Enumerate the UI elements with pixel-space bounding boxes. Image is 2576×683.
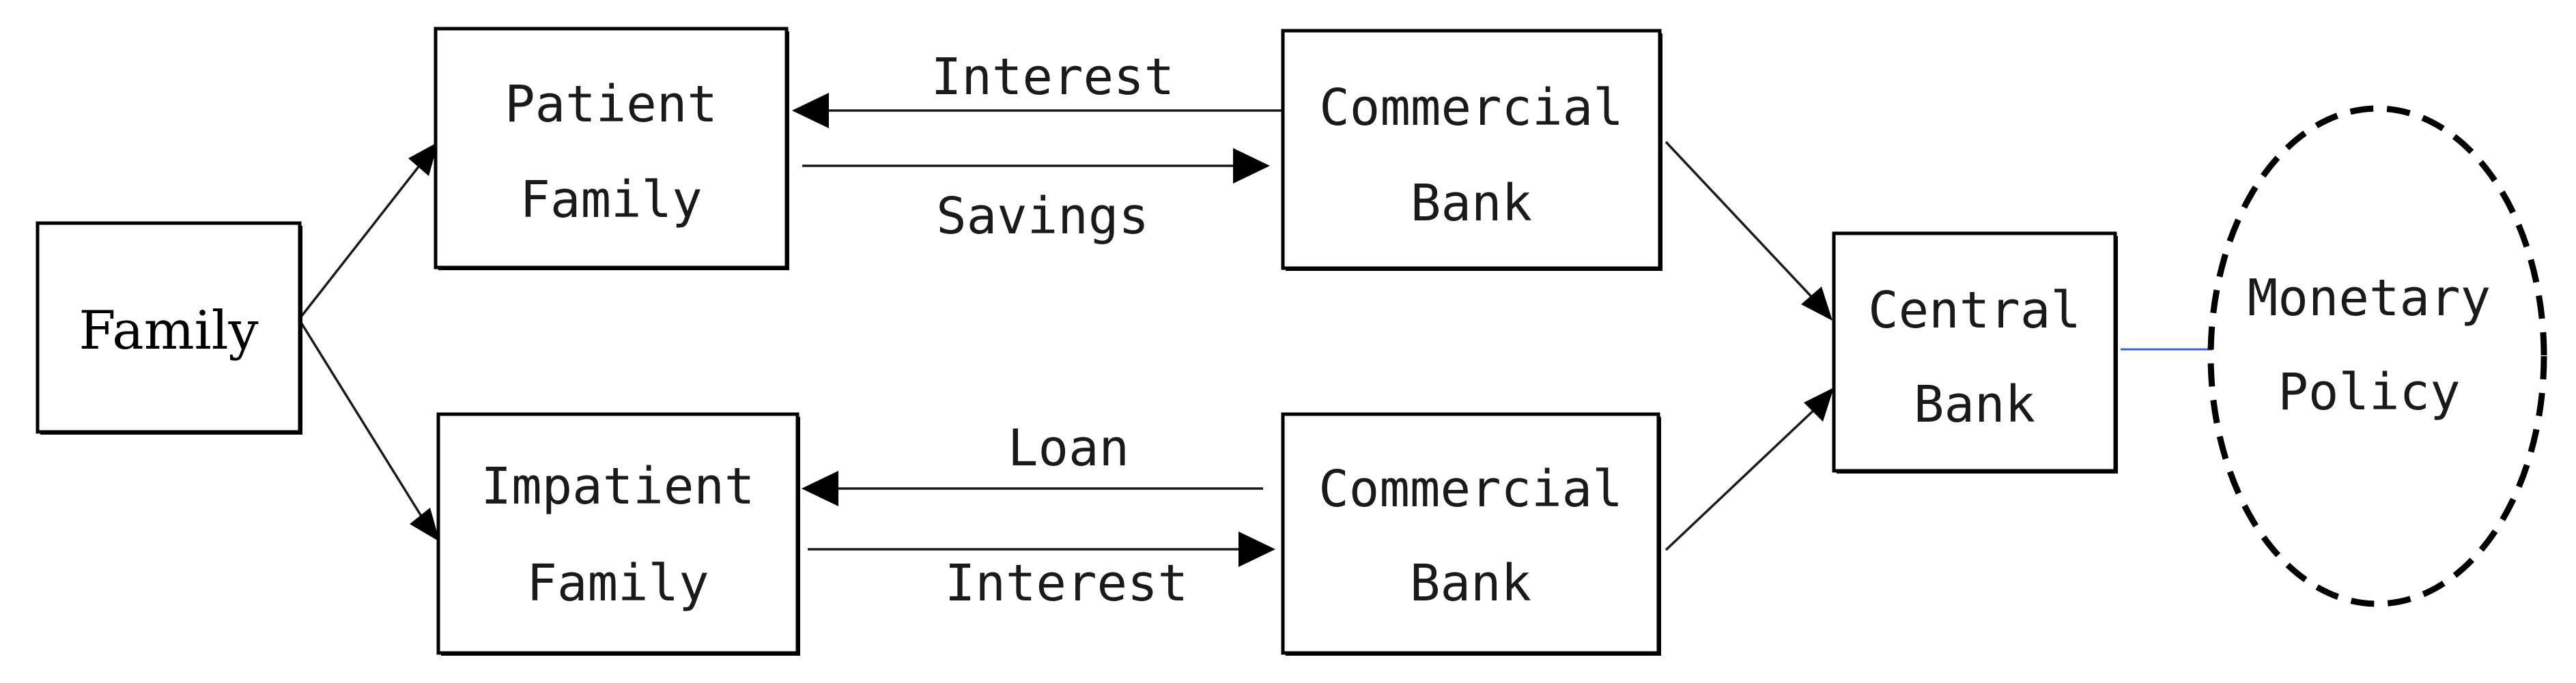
commercial-bank-bottom-line1: Commercial (1318, 460, 1623, 519)
arrowhead-top-interest (792, 93, 829, 128)
patient-family-label-line2: Family (520, 171, 702, 229)
node-central-bank: Central Bank (1832, 231, 2118, 474)
node-commercial-bank-top: Commercial Bank (1281, 29, 1662, 271)
arrowhead-central-top (1801, 287, 1832, 321)
node-impatient-family: Impatient Family (436, 412, 800, 656)
edge-label-top-interest: Interest (931, 48, 1174, 106)
monetary-policy-line1: Monetary (2248, 269, 2491, 328)
node-family: Family (36, 221, 302, 435)
impatient-family-label-line1: Impatient (481, 457, 755, 516)
edge-label-top-savings: Savings (936, 187, 1149, 246)
edges (298, 93, 2212, 567)
commercial-bank-top-line1: Commercial (1319, 78, 1624, 137)
central-bank-line2: Bank (1914, 375, 2035, 434)
edge-family-to-impatient (298, 319, 423, 518)
impatient-family-label-line2: Family (526, 554, 709, 613)
arrowhead-bottom-loan (802, 471, 838, 506)
edge-family-to-patient (298, 161, 423, 321)
edge-label-bottom-loan: Loan (1008, 419, 1129, 478)
arrowhead-bottom-interest (1239, 532, 1275, 567)
arrowhead-top-savings (1233, 148, 1270, 184)
arrowhead-impatient-family (410, 508, 440, 542)
arrowhead-central-bottom (1804, 388, 1834, 422)
edge-top-bank-to-central (1665, 141, 1816, 302)
commercial-bank-bottom-line2: Bank (1410, 554, 1531, 613)
edge-bottom-bank-to-central (1665, 407, 1817, 551)
node-patient-family: Patient Family (434, 27, 789, 270)
node-commercial-bank-bottom: Commercial Bank (1281, 412, 1661, 656)
monetary-policy-ellipse (2207, 105, 2547, 607)
monetary-policy-line2: Policy (2278, 363, 2460, 422)
edge-label-bottom-interest: Interest (945, 554, 1188, 613)
node-monetary-policy: Monetary Policy (2207, 105, 2547, 607)
commercial-bank-top-line2: Bank (1411, 174, 1532, 233)
patient-family-label-line1: Patient (505, 75, 718, 134)
central-bank-line1: Central (1868, 281, 2081, 340)
family-label: Family (79, 300, 258, 362)
arrowhead-patient-family (408, 142, 438, 176)
